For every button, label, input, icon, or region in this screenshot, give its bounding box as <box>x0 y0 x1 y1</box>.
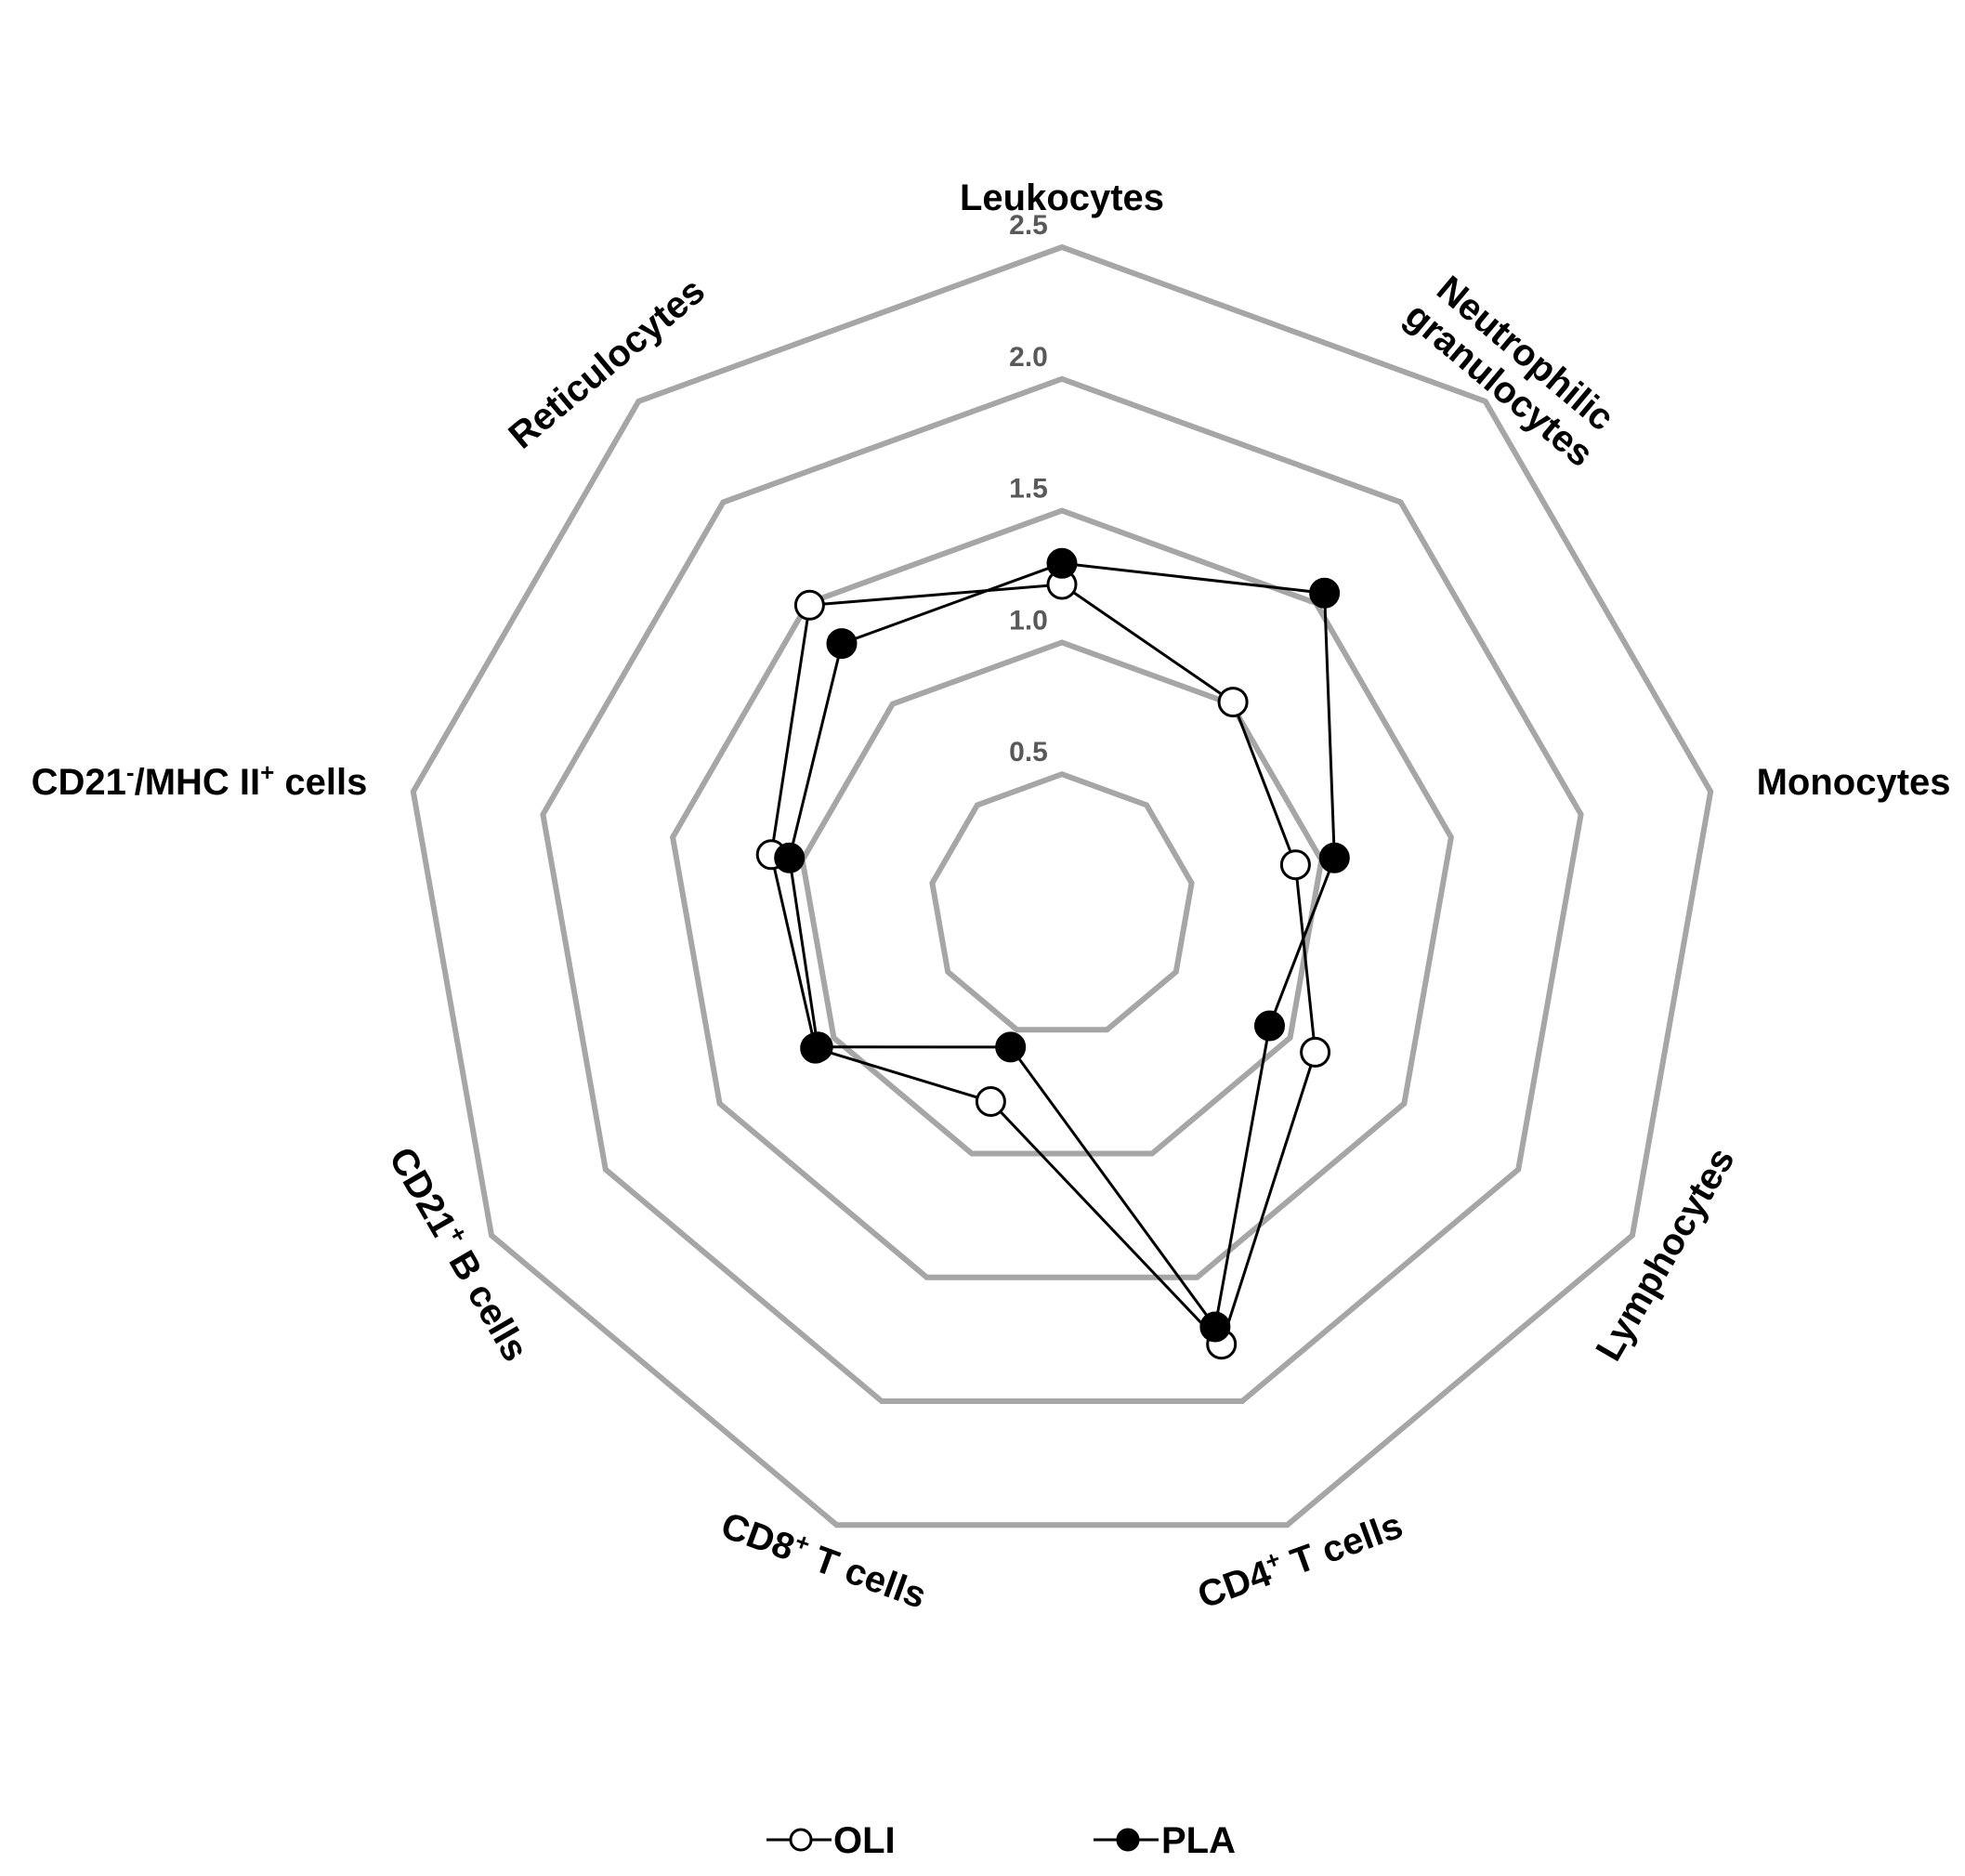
grid-ring <box>410 243 1714 1528</box>
svg-text:Monocytes: Monocytes <box>1757 762 1951 803</box>
tick-label: 0.5 <box>1009 737 1048 767</box>
data-point <box>1300 1036 1331 1068</box>
tick-label: 2.0 <box>1009 342 1048 373</box>
data-point <box>826 628 858 660</box>
grid-ring <box>669 507 1455 1280</box>
series-layer <box>755 547 1350 1360</box>
data-point <box>975 1086 1006 1117</box>
grid-ring <box>540 375 1584 1404</box>
data-point <box>1279 849 1311 881</box>
data-point <box>1217 687 1249 718</box>
legend-item-pla: PLA <box>1094 1820 1236 1861</box>
data-point <box>1199 1311 1231 1343</box>
data-point <box>774 842 806 873</box>
svg-text:CD8+ T cells: CD8+ T cells <box>715 1502 932 1617</box>
category-label: CD21-/MHC II+ cells <box>32 758 368 803</box>
category-label: CD4+ T cells <box>1191 1502 1408 1617</box>
tick-label: 1.5 <box>1009 474 1048 505</box>
svg-text:CD4+ T cells: CD4+ T cells <box>1191 1502 1408 1617</box>
series-line <box>788 561 1336 1331</box>
svg-text:Leukocytes: Leukocytes <box>960 177 1164 218</box>
category-label: Leukocytes <box>960 177 1164 218</box>
data-point <box>793 589 825 621</box>
data-point <box>1309 577 1341 609</box>
data-point <box>1046 547 1078 579</box>
radar-grid <box>410 243 1714 1528</box>
svg-text:Reticulocytes: Reticulocytes <box>501 270 713 457</box>
radial-tick-labels: 0.5 1.0 1.5 2.0 2.5 <box>1009 210 1048 767</box>
grid-ring <box>929 771 1195 1033</box>
tick-label: 2.5 <box>1009 210 1048 241</box>
data-point <box>995 1031 1027 1063</box>
grid-ring <box>799 639 1325 1157</box>
legend-item-oli: OLI <box>766 1820 896 1861</box>
legend: OLI PLA <box>766 1820 1236 1861</box>
category-label: Reticulocytes <box>501 270 713 457</box>
tick-label: 1.0 <box>1009 605 1048 636</box>
category-label: Monocytes <box>1757 762 1951 803</box>
legend-label: OLI <box>833 1820 896 1861</box>
category-label: CD8+ T cells <box>715 1502 932 1617</box>
series-line <box>769 583 1317 1347</box>
data-point <box>1318 842 1350 873</box>
series-pla <box>774 547 1350 1343</box>
data-point <box>1254 1010 1285 1042</box>
svg-text:CD21-/MHC II+ cells: CD21-/MHC II+ cells <box>32 758 368 803</box>
legend-label: PLA <box>1161 1820 1236 1861</box>
data-point <box>802 1031 833 1063</box>
